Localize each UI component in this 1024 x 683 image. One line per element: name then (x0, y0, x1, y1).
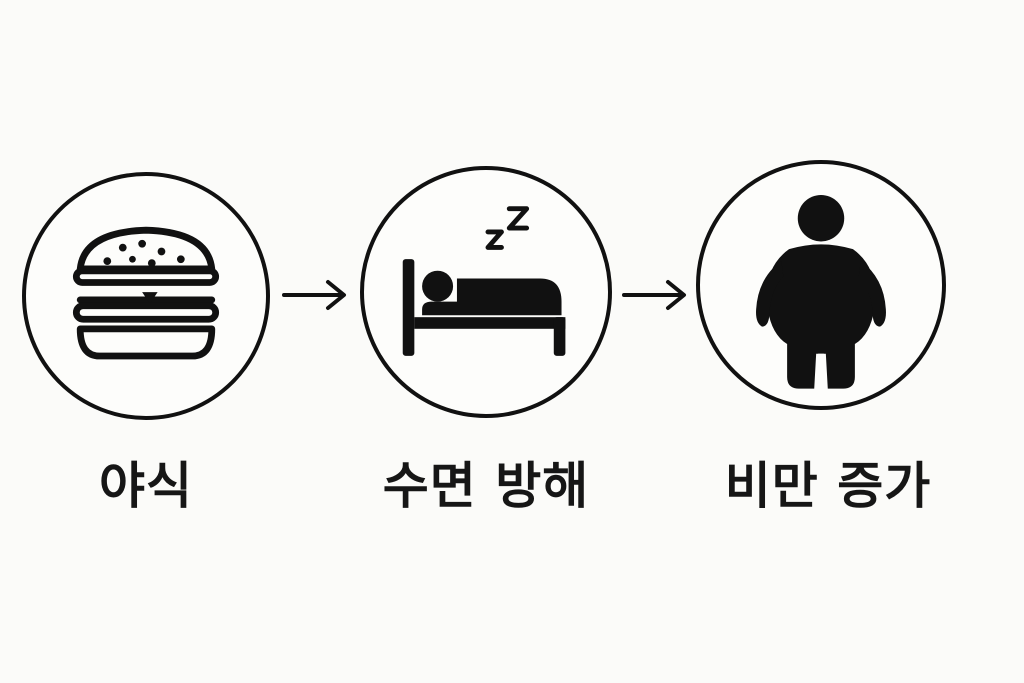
obese-person-icon (756, 194, 886, 389)
step-circle-sleep-disruption (360, 166, 612, 418)
step-label-sleep-disruption: 수면 방해 (382, 457, 590, 515)
arrow-right-icon (282, 280, 346, 310)
step-circle-late-night-snack (22, 172, 270, 420)
hamburger-icon (72, 226, 220, 360)
step-label-obesity-increase: 비만 증가 (724, 457, 932, 515)
sleeping-person-icon (402, 206, 566, 356)
step-label-late-night-snack: 야식 (99, 457, 193, 515)
step-circle-obesity-increase (696, 160, 946, 410)
arrow-right-icon (622, 280, 686, 310)
